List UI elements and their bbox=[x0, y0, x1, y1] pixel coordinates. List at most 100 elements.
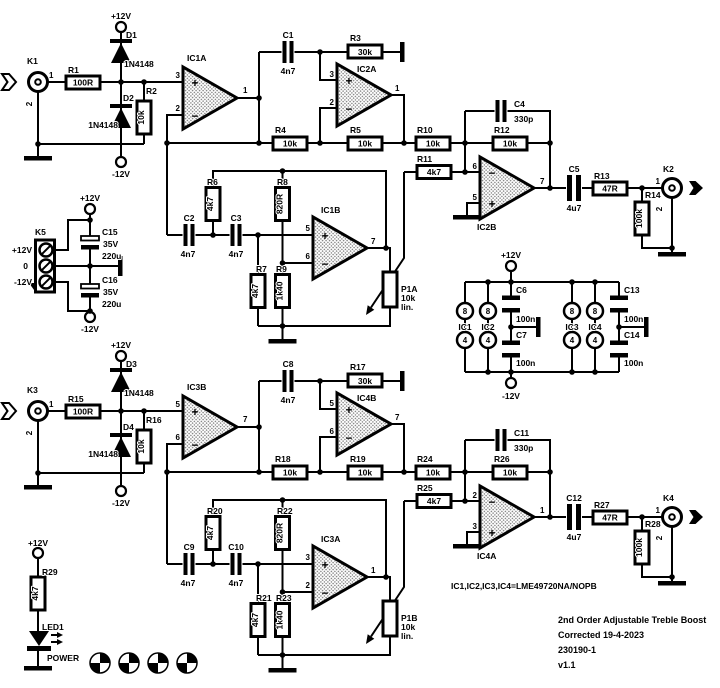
label-ic2a-pin2: 2 bbox=[330, 98, 335, 107]
label-ic3b-plus: + bbox=[192, 407, 199, 419]
label-ic3-pin4: 4 bbox=[570, 336, 575, 345]
label-r21-val: 4k7 bbox=[250, 613, 260, 627]
label-ic2a-pin3: 3 bbox=[330, 70, 335, 79]
label-r11-ref: R11 bbox=[417, 154, 432, 164]
label-c6-ref: C6 bbox=[516, 285, 527, 295]
label-p1b-taper: lin. bbox=[401, 631, 413, 641]
label-c5-ref: C5 bbox=[569, 164, 580, 174]
label-ic2a-plus: + bbox=[346, 76, 353, 88]
label-ic3b-pin7: 7 bbox=[243, 415, 248, 424]
label-d3-val: 1N4148 bbox=[124, 388, 154, 398]
label-ic3b-ref: IC3B bbox=[187, 382, 206, 392]
regmark-3 bbox=[147, 652, 169, 674]
c10-body bbox=[229, 552, 243, 576]
label-d4-val: 1N4148 bbox=[88, 449, 118, 459]
label-ic2a-minus: − bbox=[346, 104, 353, 116]
label-r16-ref: R16 bbox=[146, 415, 162, 425]
label-ic4a-minus: − bbox=[489, 497, 496, 509]
label-r23-val: 1k40 bbox=[275, 610, 285, 629]
term-plus12-rail bbox=[504, 259, 518, 273]
label-r19-ref: R19 bbox=[350, 454, 366, 464]
label-r27-ref: R27 bbox=[594, 500, 610, 510]
led1-ray-arrow-1 bbox=[57, 632, 63, 638]
label-c5-val: 4u7 bbox=[567, 203, 582, 213]
label-r4-val: 10k bbox=[283, 139, 297, 149]
label-r8-val: 820R bbox=[275, 194, 285, 214]
label-ic1b-pin5: 5 bbox=[306, 224, 311, 233]
label-r20-ref: R20 bbox=[207, 506, 223, 516]
label-r21-ref: R21 bbox=[256, 593, 272, 603]
ic-power-pins bbox=[455, 301, 605, 350]
label-c14-ref: C14 bbox=[624, 330, 640, 340]
label-r2-val: 10k bbox=[136, 110, 146, 124]
label-r27-val: 47R bbox=[602, 513, 618, 523]
label-d3-ref: D3 bbox=[126, 359, 137, 369]
label-ic1a-pin2: 2 bbox=[176, 104, 181, 113]
label-ic1b-pin7: 7 bbox=[371, 237, 376, 246]
label-ic3-ref: IC3 bbox=[565, 322, 579, 332]
label-ic1b-ref: IC1B bbox=[321, 205, 340, 215]
label-r13-ref: R13 bbox=[594, 171, 610, 181]
label-r10-val: 10k bbox=[426, 139, 440, 149]
label-ic3a-plus: + bbox=[322, 560, 329, 572]
label-c7-val: 100n bbox=[516, 358, 535, 368]
label-ic3a-minus: − bbox=[322, 588, 329, 600]
k5-notch bbox=[29, 283, 36, 292]
label-k3-pin1: 1 bbox=[49, 400, 54, 409]
label-ic1b-pin6: 6 bbox=[306, 252, 311, 261]
label-r15-ref: R15 bbox=[68, 394, 84, 404]
gnd-k1 bbox=[24, 156, 52, 161]
label-ic3a-pin2: 2 bbox=[306, 581, 311, 590]
ic-type-note: IC1,IC2,IC3,IC4=LME49720NA/NOPB bbox=[451, 581, 597, 591]
label-d1-plus12v: +12V bbox=[111, 11, 131, 21]
label-c10-val: 4n7 bbox=[229, 578, 244, 588]
c9-body bbox=[182, 552, 196, 576]
label-ic1a-pin1: 1 bbox=[243, 86, 248, 95]
title-date: Corrected 19-4-2023 bbox=[558, 630, 644, 640]
label-d2-ref: D2 bbox=[123, 93, 134, 103]
term-minus12-rail bbox=[504, 376, 518, 390]
label-c9-val: 4n7 bbox=[181, 578, 196, 588]
label-ic1-pin4: 4 bbox=[463, 336, 468, 345]
label-d4-minus12v: -12V bbox=[112, 498, 130, 508]
k2-output-arrow-icon bbox=[689, 181, 703, 195]
c3-body bbox=[229, 223, 243, 247]
label-c11-ref: C11 bbox=[514, 428, 529, 438]
label-k2-pin1: 1 bbox=[656, 177, 661, 186]
registration-marks bbox=[89, 652, 198, 674]
label-ic4b-plus: + bbox=[346, 405, 353, 417]
c6-body bbox=[502, 295, 520, 313]
c1-body bbox=[281, 40, 295, 64]
label-ic2-pin8: 8 bbox=[486, 307, 491, 316]
label-r17-ref: R17 bbox=[350, 362, 366, 372]
term-minus12-d4 bbox=[114, 484, 128, 498]
led1-light-rays bbox=[51, 634, 57, 643]
p1b-body bbox=[381, 599, 399, 638]
label-r6-val: 4k7 bbox=[205, 197, 215, 211]
label-k5-minus12: -12V bbox=[14, 277, 32, 287]
notes: IC1,IC2,IC3,IC4=LME49720NA/NOPB 2nd Orde… bbox=[451, 581, 706, 670]
label-r4-ref: R4 bbox=[275, 125, 286, 135]
label-r12-ref: R12 bbox=[494, 125, 510, 135]
term-plus12-d3 bbox=[114, 349, 128, 363]
label-k1-pin2: 2 bbox=[25, 101, 34, 106]
label-r20-val: 4k7 bbox=[205, 526, 215, 540]
label-r7-val: 4k7 bbox=[250, 284, 260, 298]
k3-input-arrow-icon bbox=[1, 402, 17, 420]
label-r16-val: 10k bbox=[136, 439, 146, 453]
label-r15-val: 100R bbox=[73, 407, 93, 417]
label-ic4-pin8: 8 bbox=[593, 307, 598, 316]
label-d1-ref: D1 bbox=[126, 30, 137, 40]
label-c14-val: 100n bbox=[624, 358, 643, 368]
label-r25-ref: R25 bbox=[417, 483, 433, 493]
label-ic2a-pin1: 1 bbox=[395, 84, 400, 93]
label-r22-ref: R22 bbox=[277, 506, 293, 516]
label-r6-ref: R6 bbox=[207, 177, 218, 187]
potentiometers bbox=[366, 270, 399, 644]
label-ic3b-pin6: 6 bbox=[176, 433, 181, 442]
c4-body bbox=[494, 99, 508, 123]
gnd-k4 bbox=[658, 581, 686, 586]
label-ic3a-pin1: 1 bbox=[371, 566, 376, 575]
label-ic2b-plus: + bbox=[489, 199, 496, 211]
led1-cathode-bar bbox=[27, 646, 51, 651]
